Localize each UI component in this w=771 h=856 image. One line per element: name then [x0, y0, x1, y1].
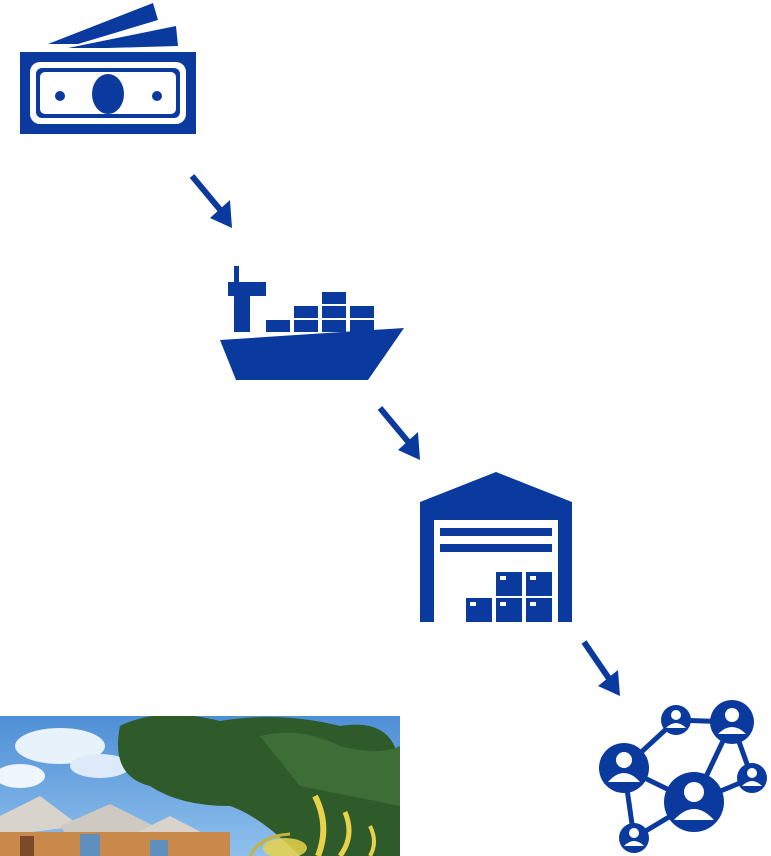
money-icon — [18, 0, 198, 140]
street-scene-photo — [0, 716, 400, 856]
warehouse-icon — [418, 470, 574, 626]
cargo-ship-icon — [218, 262, 408, 386]
arrow-down-right-icon — [184, 170, 240, 232]
arrow-down-right-icon — [372, 402, 428, 464]
people-network-icon — [594, 698, 771, 856]
arrow-down-right-icon — [578, 636, 628, 700]
